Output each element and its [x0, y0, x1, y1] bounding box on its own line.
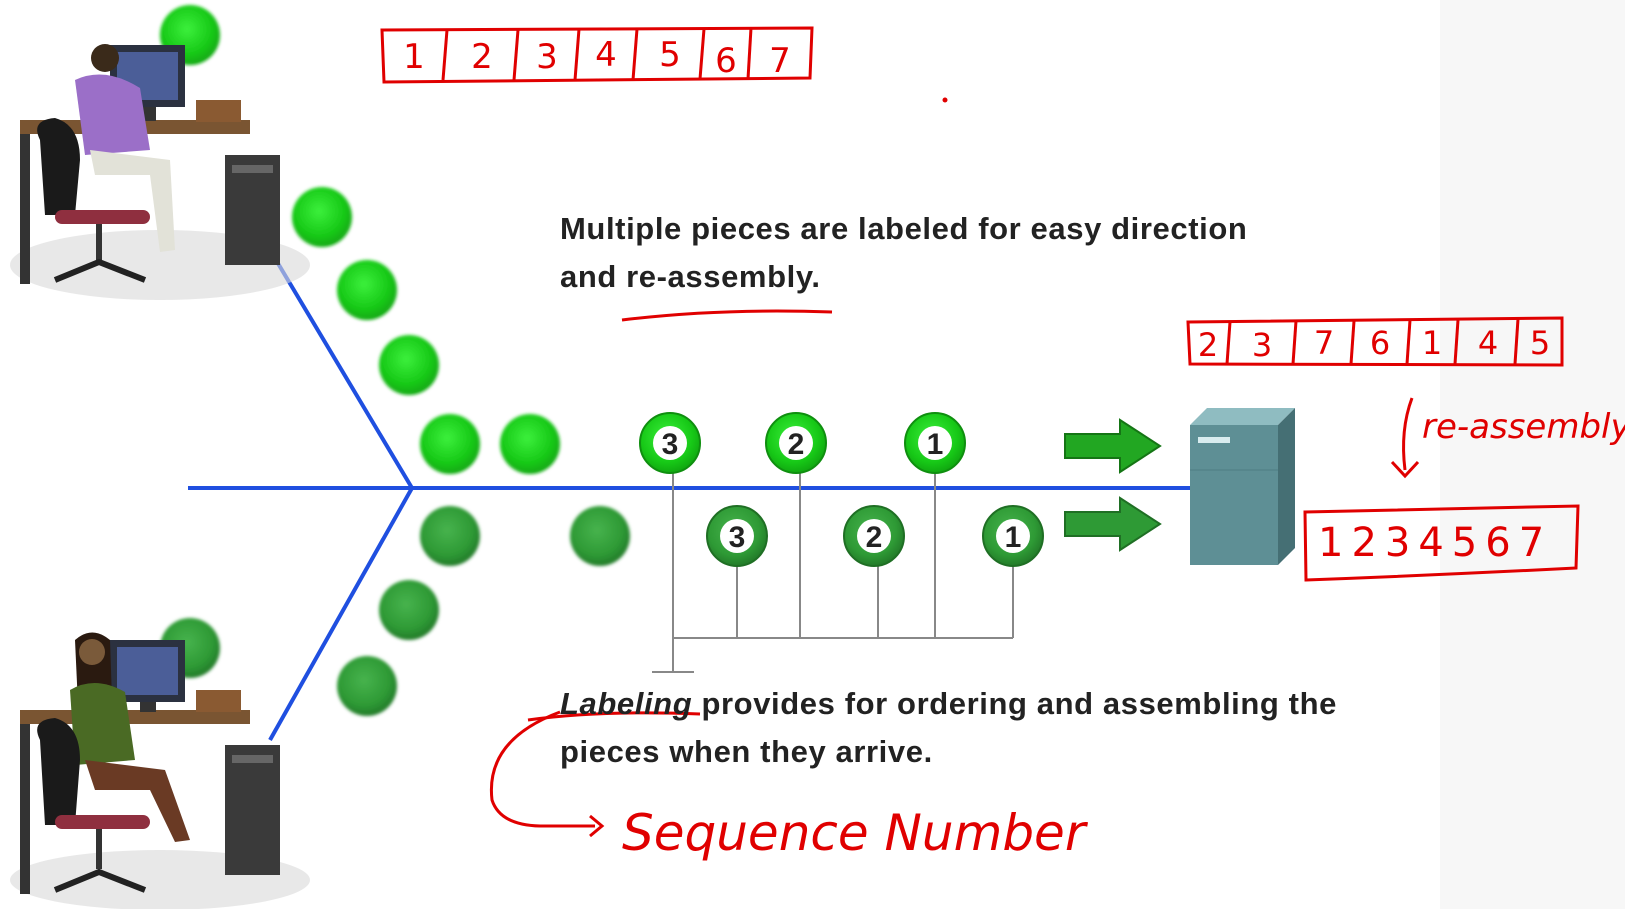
network-lines: [188, 248, 1190, 741]
lower-branch: [268, 487, 414, 741]
avatar: [91, 44, 119, 72]
packet-bright: [379, 335, 439, 395]
user-workstation-bottom: [10, 632, 310, 909]
caption-top-line2: and re-assembly.: [560, 259, 821, 294]
svg-text:3: 3: [1252, 326, 1272, 364]
annotation-received-digits: 2 3 7 6 1 4 5: [1198, 324, 1550, 364]
arrow-right-icon: [1064, 418, 1162, 474]
svg-text:1: 1: [403, 37, 425, 77]
annotation-labeling-note: Sequence Number: [622, 804, 1089, 862]
label-bracket: [652, 470, 1014, 673]
arrow-right-icon: [1064, 496, 1162, 552]
packet-dark: [337, 656, 397, 716]
svg-text:2: 2: [471, 37, 493, 77]
packet-dark: [570, 506, 630, 566]
caption-bottom-line1-rest: provides for ordering and assembling the: [692, 686, 1337, 721]
packet-bright: [337, 260, 397, 320]
svg-text:5: 5: [1530, 324, 1550, 362]
packet-dark: [379, 580, 439, 640]
annotation-sent-digits: 1 2 3 4 5 6 7: [403, 35, 791, 81]
background-band: [1440, 0, 1625, 909]
svg-text:6: 6: [715, 41, 737, 81]
caption-labeling-word: Labeling: [560, 686, 693, 721]
labeled-packet-lower-2: 2: [843, 505, 905, 567]
packet-label: 1: [1005, 521, 1022, 554]
labeled-packet-lower-1: 1: [982, 505, 1044, 567]
packet-label: 1: [927, 428, 944, 461]
caption-bottom-line1: Labeling provides for ordering and assem…: [560, 680, 1337, 728]
dark-packets: [160, 506, 630, 716]
user-workstation-top: [10, 44, 310, 300]
annotation-reassembled-box: [1303, 504, 1580, 582]
svg-text:7: 7: [769, 41, 791, 81]
labeled-packet-upper-3: 3: [639, 412, 701, 474]
annotation-received-order: [1186, 316, 1564, 367]
packet-label: 2: [788, 428, 805, 461]
caption-bottom: Labeling provides for ordering and assem…: [560, 680, 1337, 776]
svg-text:7: 7: [1314, 324, 1334, 362]
packet-dark: [420, 506, 480, 566]
svg-text:1: 1: [1422, 324, 1442, 362]
packet-bright: [500, 414, 560, 474]
svg-text:3: 3: [536, 37, 558, 77]
packet-bright: [292, 187, 352, 247]
caption-top: Multiple pieces are labeled for easy dir…: [560, 205, 1247, 301]
annotation-reassembly-arrow: [1390, 397, 1420, 479]
bright-packets: [160, 5, 560, 474]
annotation-underlines: [489, 309, 833, 838]
labeled-packet-upper-2: 2: [765, 412, 827, 474]
packet-label: 2: [866, 521, 883, 554]
annotation-sent-order: [380, 26, 814, 84]
ink-dot: [942, 97, 948, 103]
caption-bottom-line2: pieces when they arrive.: [560, 734, 933, 769]
svg-text:5: 5: [659, 35, 681, 75]
caption-top-line1: Multiple pieces are labeled for easy dir…: [560, 211, 1248, 246]
svg-text:2: 2: [1198, 326, 1218, 364]
packet-bright: [420, 414, 480, 474]
annotation-reassembled: 1234567: [1318, 520, 1552, 566]
svg-text:4: 4: [1478, 324, 1498, 362]
server-icon: [1190, 408, 1295, 565]
svg-text:6: 6: [1370, 324, 1390, 362]
annotation-reassembly: re-assembly: [1422, 407, 1625, 447]
packet-label: 3: [662, 428, 679, 461]
svg-text:4: 4: [595, 35, 617, 75]
labeled-packet-lower-3: 3: [706, 505, 768, 567]
labeled-packet-upper-1: 1: [904, 412, 966, 474]
upper-branch: [268, 248, 414, 490]
packet-label: 3: [729, 521, 746, 554]
avatar: [79, 639, 105, 665]
